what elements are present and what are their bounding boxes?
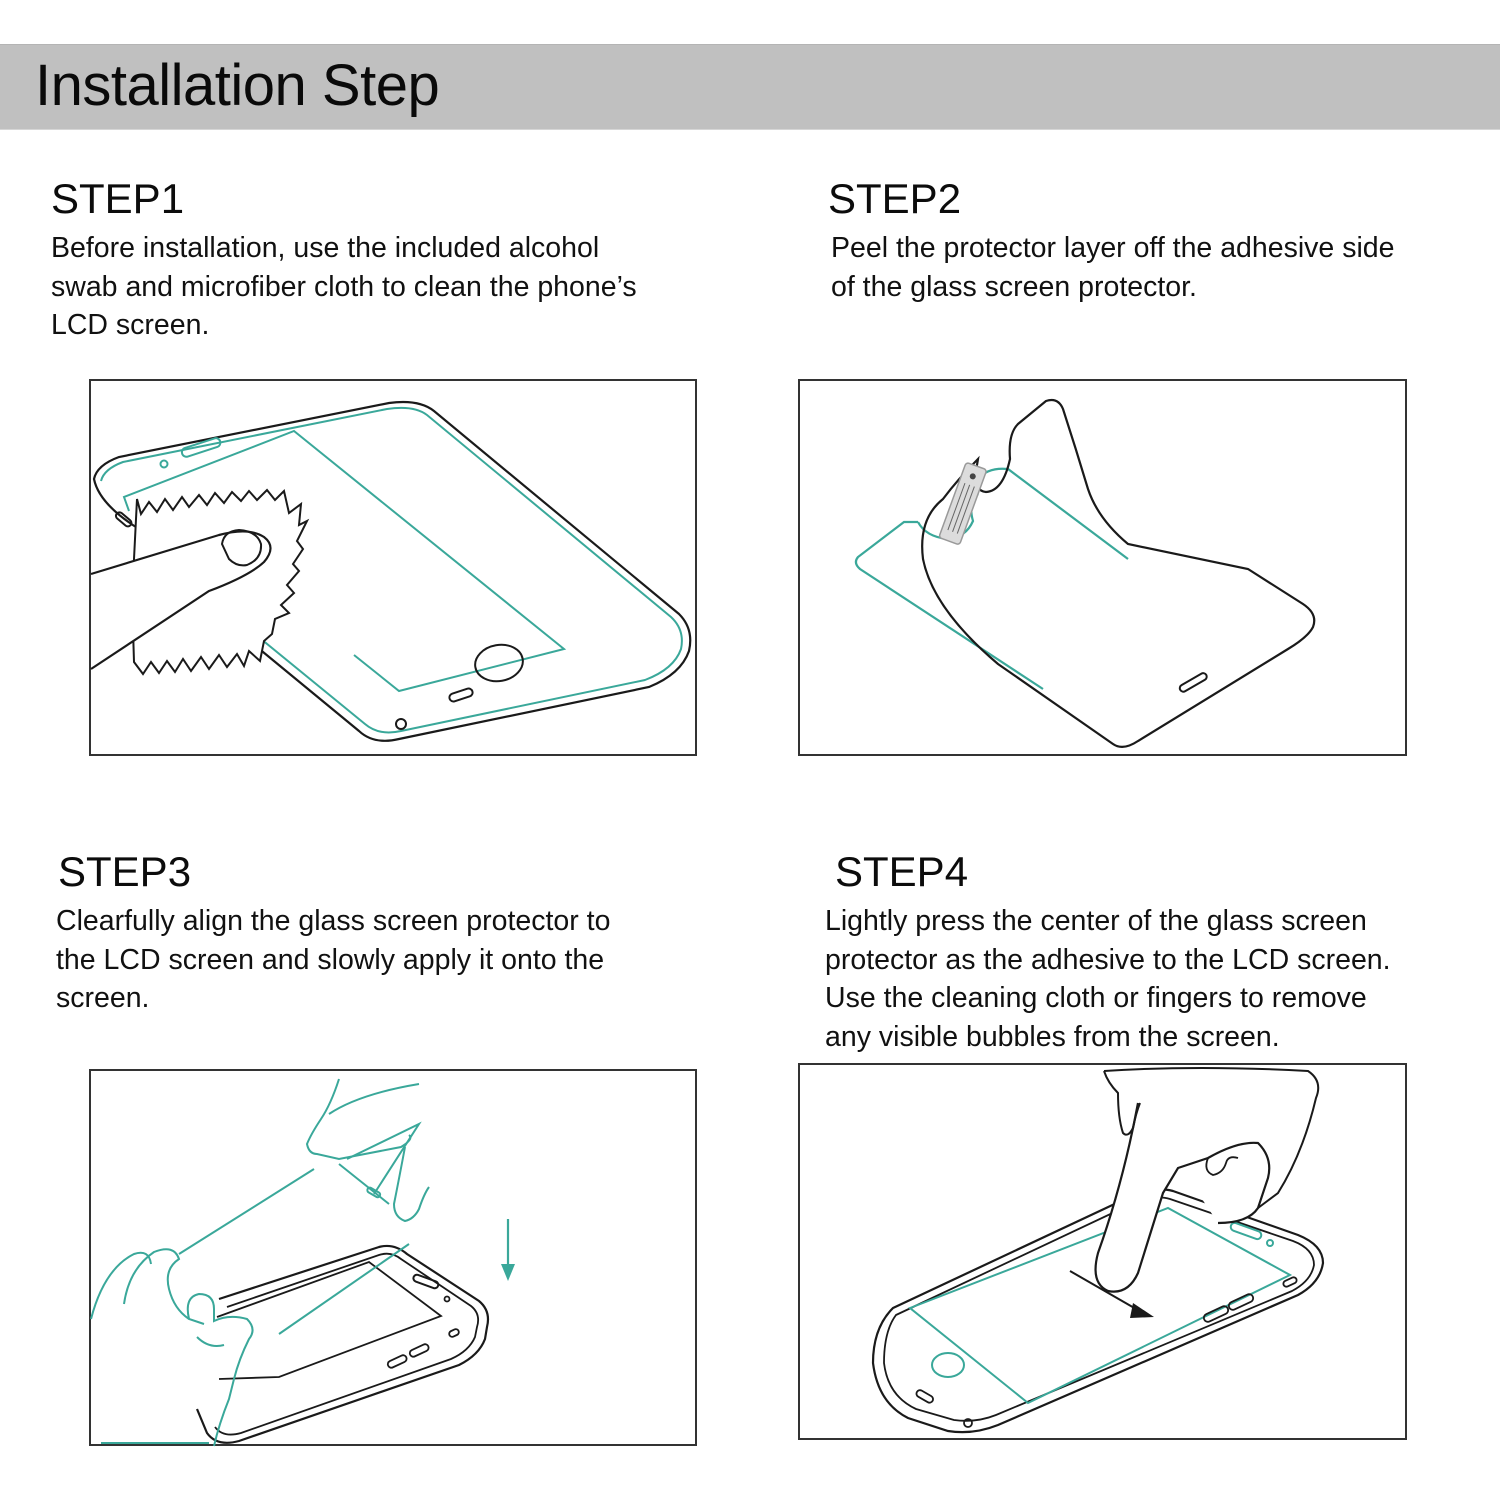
step-2-line-1: Peel the protector layer off the adhesiv… bbox=[831, 232, 1395, 264]
step-2-section: STEP2 Peel the protector layer off the a… bbox=[828, 175, 1488, 306]
step-4-line-1: Lightly press the center of the glass sc… bbox=[825, 905, 1367, 937]
step-2-line-2: of the glass screen protector. bbox=[831, 270, 1197, 303]
step-3-line-2: the LCD screen and slowly apply it onto … bbox=[56, 943, 605, 976]
press-center-icon bbox=[871, 1067, 1325, 1434]
step-3-section: STEP3 Clearfully align the glass screen … bbox=[56, 848, 758, 1018]
peel-film-icon bbox=[854, 398, 1316, 748]
step-1-illustration bbox=[89, 379, 697, 756]
cleaning-phone-icon bbox=[90, 400, 692, 742]
page-title: Installation Step bbox=[35, 53, 440, 118]
step-1-line-3: LCD screen. bbox=[51, 309, 210, 341]
align-glass-icon bbox=[90, 1078, 515, 1447]
step-3-description: Clearfully align the glass screen protec… bbox=[56, 902, 758, 1018]
step-2-illustration bbox=[798, 379, 1407, 756]
step-2-description: Peel the protector layer off the adhesiv… bbox=[831, 229, 1488, 306]
step-4-line-4: any visible bubbles from the screen. bbox=[825, 1020, 1280, 1053]
step-4-illustration bbox=[798, 1063, 1407, 1440]
step-3-title: STEP3 bbox=[58, 848, 192, 895]
step-4-line-2: protector as the adhesive to the LCD scr… bbox=[825, 943, 1391, 976]
step-1-section: STEP1 Before installation, use the inclu… bbox=[51, 175, 751, 345]
step-4-description: Lightly press the center of the glass sc… bbox=[825, 902, 1495, 1056]
step-1-line-1: Before installation, use the included al… bbox=[51, 232, 600, 264]
step-3-line-3: screen. bbox=[56, 982, 150, 1014]
step-1-line-2: swab and microfiber cloth to clean the p… bbox=[51, 270, 637, 303]
step-2-title: STEP2 bbox=[828, 175, 962, 222]
header-band: Installation Step bbox=[0, 44, 1500, 130]
step-3-line-1: Clearfully align the glass screen protec… bbox=[56, 905, 611, 937]
step-4-line-3: Use the cleaning cloth or fingers to rem… bbox=[825, 982, 1367, 1014]
step-1-title: STEP1 bbox=[51, 175, 185, 222]
step-4-title: STEP4 bbox=[835, 848, 969, 895]
step-4-section: STEP4 Lightly press the center of the gl… bbox=[825, 848, 1495, 1056]
step-3-illustration bbox=[89, 1069, 697, 1447]
step-1-description: Before installation, use the included al… bbox=[51, 229, 751, 345]
